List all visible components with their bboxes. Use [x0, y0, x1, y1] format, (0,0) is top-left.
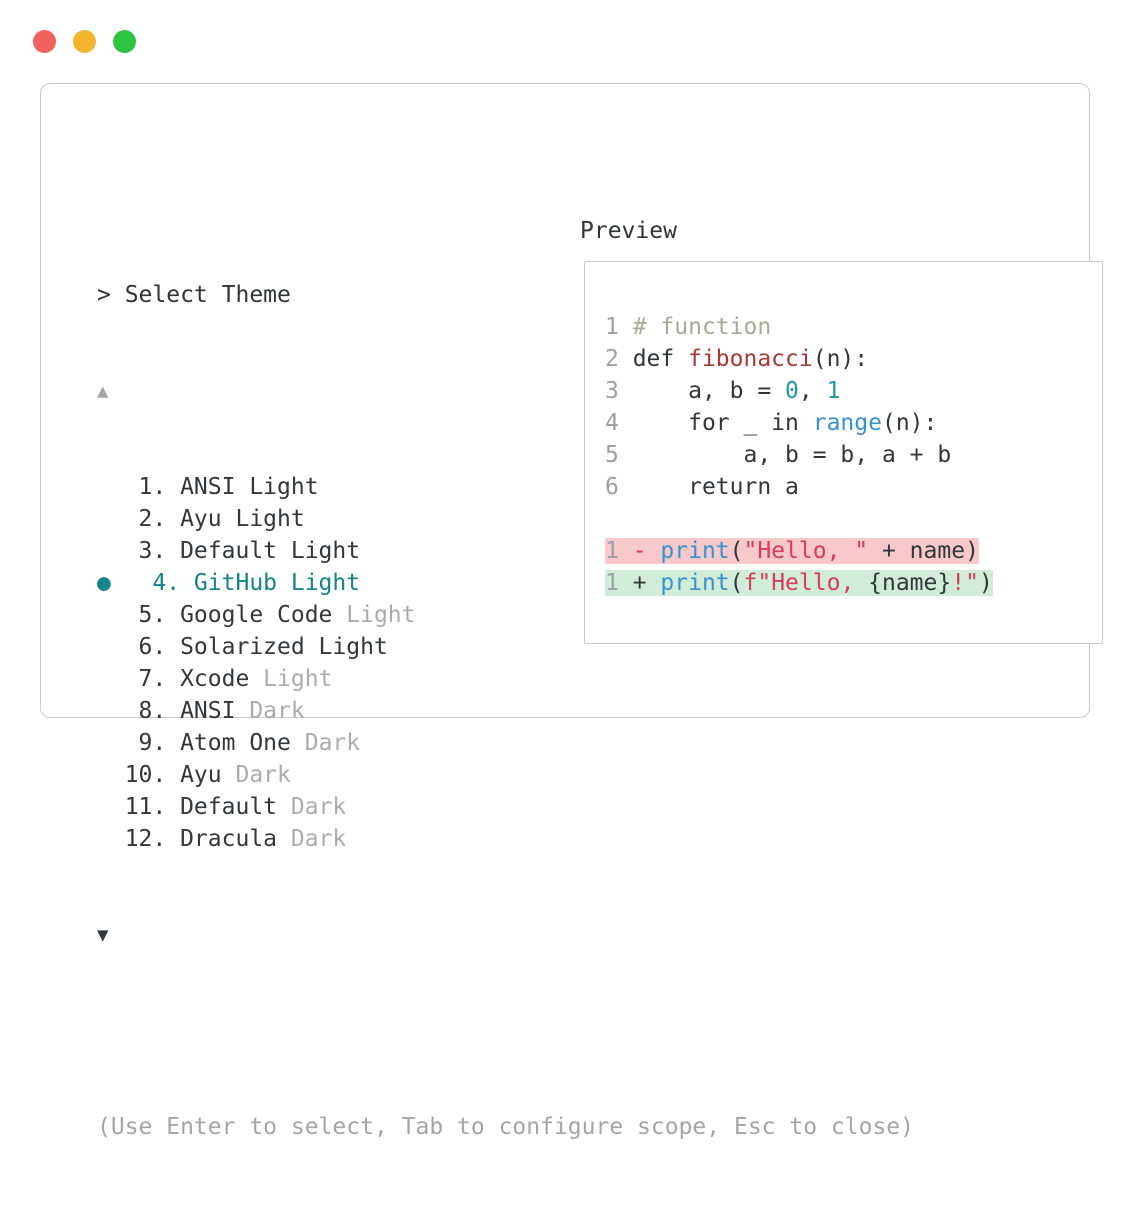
diff-added-line: 1 + print(f"Hello, {name}!")	[605, 567, 993, 599]
code-token-plain: def	[632, 346, 689, 372]
theme-item[interactable]: 7. Xcode Light	[97, 663, 914, 695]
code-token-numlit: 1	[826, 378, 841, 404]
theme-item-label: 10. Ayu	[97, 762, 222, 788]
code-token-plain: )	[978, 570, 993, 596]
code-line	[605, 503, 993, 535]
minimize-button[interactable]	[73, 30, 96, 53]
theme-item-label: 1. ANSI Light	[97, 474, 319, 500]
theme-item-label: 11. Default	[97, 794, 278, 820]
code-token-string: !"	[951, 570, 979, 596]
theme-item-label: 6. Solarized Light	[97, 634, 388, 660]
code-token-plain: a, b = b, a + b	[632, 442, 952, 468]
theme-item-label: 3. Default Light	[97, 538, 361, 564]
code-token-ln: 1	[605, 314, 633, 340]
code-token-ln: 3	[605, 378, 633, 404]
code-token-plain: +	[632, 570, 661, 596]
traffic-lights	[33, 30, 136, 53]
theme-item-label: 5. Google Code	[97, 602, 333, 628]
zoom-button[interactable]	[113, 30, 136, 53]
code-token-plain: return a	[632, 474, 799, 500]
code-token-func: fibonacci	[688, 346, 813, 372]
theme-item-label: ● 4. GitHub Light	[97, 570, 361, 596]
code-token-ln: 1	[605, 538, 633, 564]
code-token-plain: (	[729, 570, 744, 596]
theme-item[interactable]: 2. Ayu Light	[97, 503, 914, 535]
theme-item[interactable]: 6. Solarized Light	[97, 631, 914, 663]
theme-picker-panel: > Select Theme ▲ 1. ANSI Light 2. Ayu Li…	[40, 83, 1103, 1140]
code-token-ln: 6	[605, 474, 633, 500]
preview-title: Preview	[580, 218, 677, 244]
code-line: 1 # function	[605, 311, 993, 343]
code-token-plain: {name}	[868, 570, 952, 596]
theme-item[interactable]: 10. Ayu Dark	[97, 759, 914, 791]
code-line: 2 def fibonacci(n):	[605, 343, 993, 375]
code-token-ln: 5	[605, 442, 633, 468]
theme-item-suffix: Dark	[235, 698, 305, 724]
theme-item-suffix: Dark	[277, 794, 347, 820]
code-token-plain: (n):	[812, 346, 869, 372]
code-token-comment: # function	[632, 314, 772, 340]
theme-item-label: 8. ANSI	[97, 698, 236, 724]
code-token-ln: 2	[605, 346, 633, 372]
theme-item-suffix: Light	[332, 602, 416, 628]
diff-highlight: 1 + print(f"Hello, {name}!")	[605, 570, 993, 596]
code-token-numlit: 0	[785, 378, 799, 404]
theme-item[interactable]: 12. Dracula Dark	[97, 823, 914, 855]
code-token-plain: + name)	[868, 538, 979, 564]
code-token-string: f"Hello,	[743, 570, 869, 596]
code-token-plain: ,	[798, 378, 827, 404]
code-token-diffminus: -	[632, 538, 661, 564]
code-line: 4 for _ in range(n):	[605, 407, 993, 439]
theme-item-suffix: Dark	[277, 826, 347, 852]
code-token-plain: (n):	[881, 410, 938, 436]
picker-prompt: > Select Theme	[97, 282, 291, 308]
theme-item[interactable]: 9. Atom One Dark	[97, 727, 914, 759]
diff-highlight: 1 - print("Hello, " + name)	[605, 538, 979, 564]
code-token-builtin: range	[812, 410, 882, 436]
theme-item-suffix: Dark	[290, 730, 361, 756]
theme-item-label: 2. Ayu Light	[97, 506, 305, 532]
scroll-down-icon[interactable]: ▼	[97, 924, 109, 946]
spacer	[97, 1015, 914, 1047]
theme-item-suffix: Dark	[221, 762, 291, 788]
code-line: 6 return a	[605, 471, 993, 503]
theme-item[interactable]: 1. ANSI Light	[97, 471, 914, 503]
code-token-builtin: print	[660, 538, 730, 564]
theme-item[interactable]: ● 4. GitHub Light	[97, 567, 914, 599]
theme-item-label: 9. Atom One	[97, 730, 291, 756]
theme-item[interactable]: 11. Default Dark	[97, 791, 914, 823]
code-token-plain: for _ in	[632, 410, 813, 436]
theme-item[interactable]: 8. ANSI Dark	[97, 695, 914, 727]
code-token-ln: 4	[605, 410, 633, 436]
keyboard-hint: (Use Enter to select, Tab to configure s…	[97, 1114, 914, 1140]
code-token-plain: a, b =	[632, 378, 786, 404]
code-token-ln: 1	[605, 570, 633, 596]
scroll-up-icon[interactable]: ▲	[97, 380, 109, 402]
code-token-builtin: print	[660, 570, 730, 596]
theme-item[interactable]: 3. Default Light	[97, 535, 914, 567]
theme-item-label: 7. Xcode	[97, 666, 250, 692]
theme-item-label: 12. Dracula	[97, 826, 278, 852]
code-line: 3 a, b = 0, 1	[605, 375, 993, 407]
close-button[interactable]	[33, 30, 56, 53]
code-token-string: "Hello, "	[743, 538, 869, 564]
code-token-plain: (	[729, 538, 744, 564]
code-line: 5 a, b = b, a + b	[605, 439, 993, 471]
diff-removed-line: 1 - print("Hello, " + name)	[605, 535, 993, 567]
theme-item-suffix: Light	[249, 666, 333, 692]
theme-item[interactable]: 5. Google Code Light	[97, 599, 914, 631]
